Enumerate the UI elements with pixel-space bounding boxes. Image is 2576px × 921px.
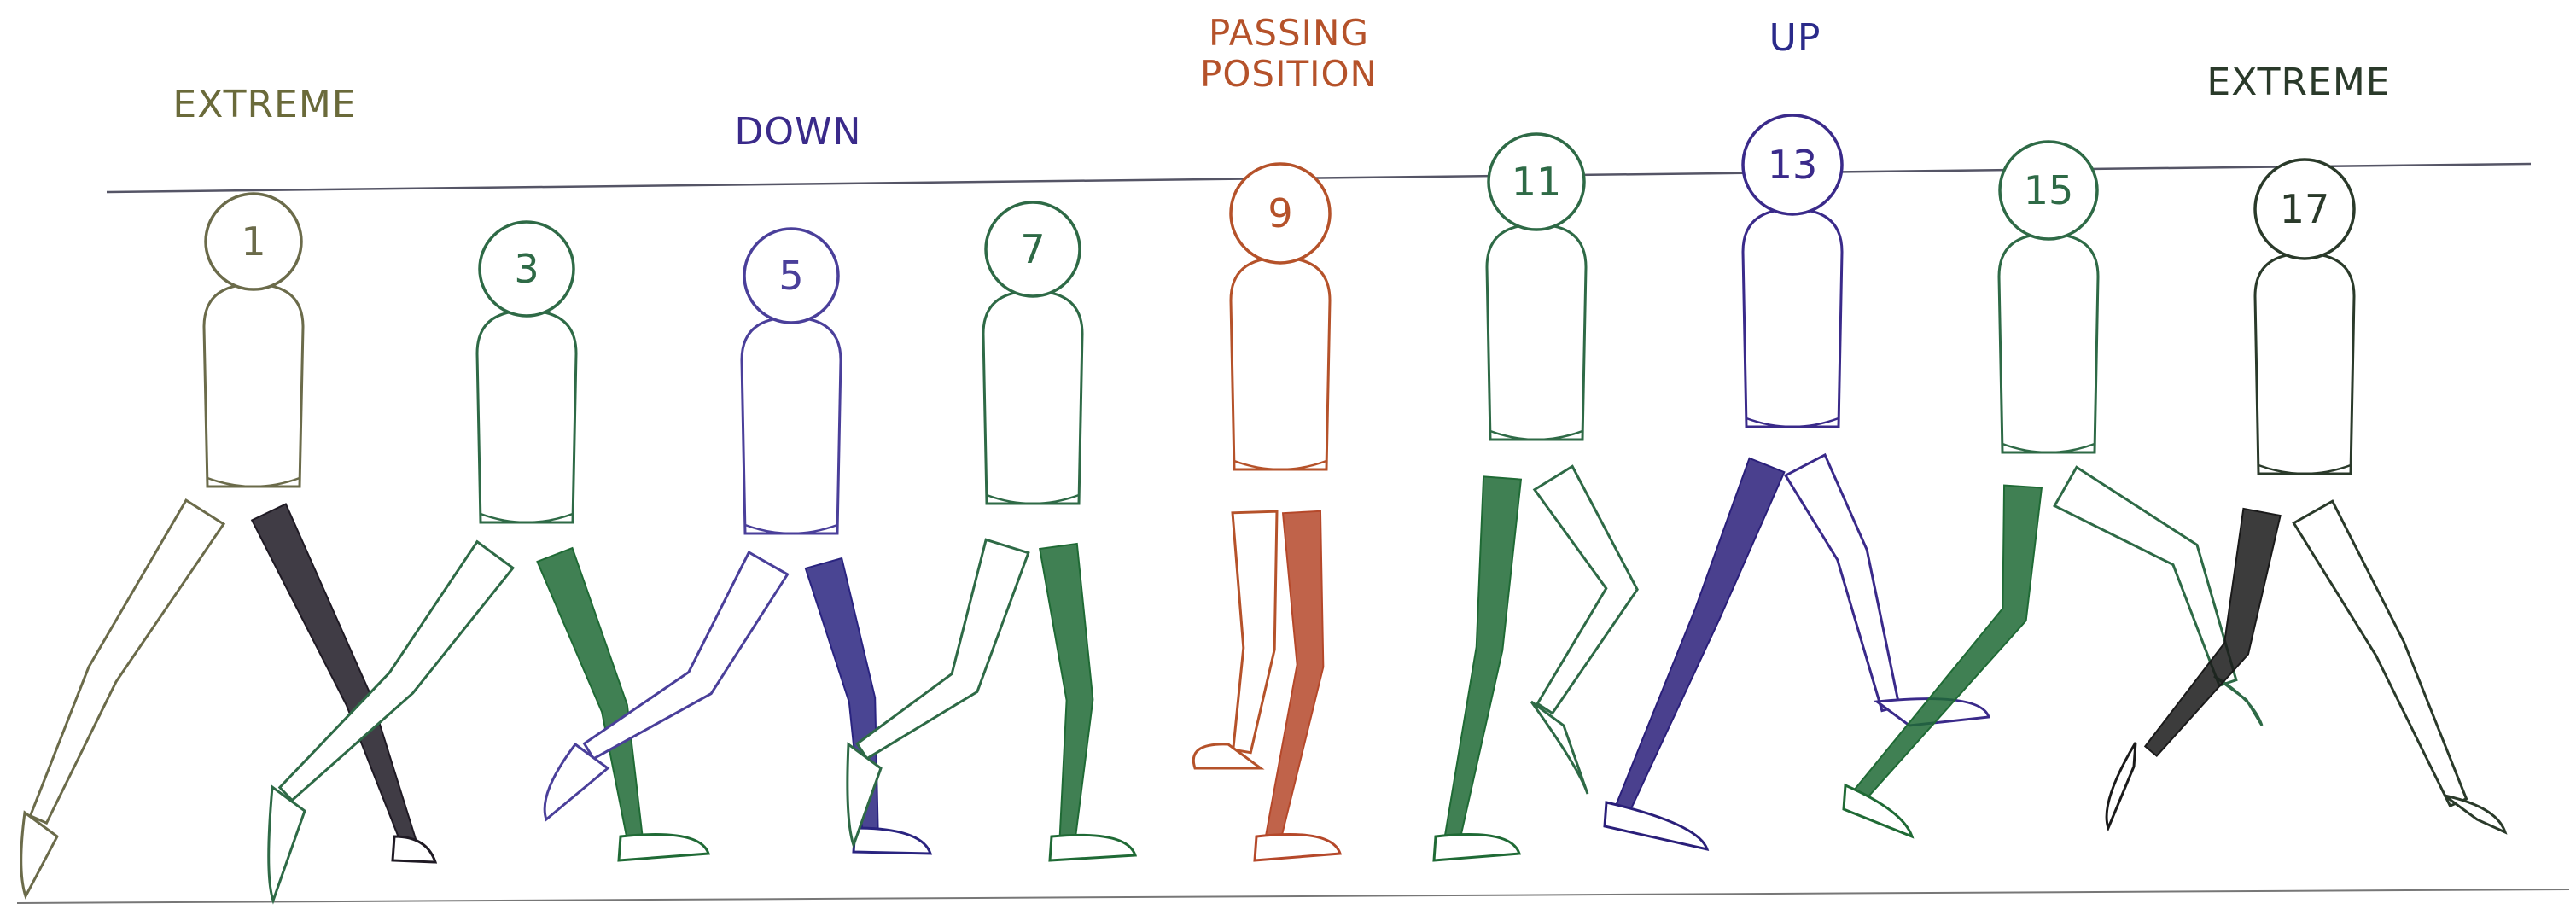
torso xyxy=(983,291,1082,504)
figure-frame-9: 9 xyxy=(1193,164,1340,860)
near-leg xyxy=(857,539,1029,758)
frame-number: 15 xyxy=(2024,167,2074,213)
far-shoe xyxy=(619,835,708,861)
frame-number: 17 xyxy=(2280,186,2330,232)
near-shoe xyxy=(1531,702,1588,794)
torso xyxy=(477,311,576,522)
far-leg xyxy=(1615,458,1784,814)
near-leg xyxy=(2054,467,2236,685)
torso xyxy=(2255,254,2354,474)
far-shoe xyxy=(1605,802,1707,849)
torso xyxy=(742,318,841,533)
frame-number: 9 xyxy=(1268,190,1292,236)
figure-frame-1: 1 xyxy=(21,194,435,896)
far-leg xyxy=(1443,476,1521,846)
far-shoe xyxy=(393,836,435,862)
far-shoe xyxy=(1255,835,1340,861)
label-passing-position: PASSING POSITION xyxy=(1200,13,1378,96)
figure-frame-5: 5 xyxy=(545,229,930,854)
near-leg xyxy=(1535,466,1637,713)
torso xyxy=(1231,258,1330,469)
frame-number: 11 xyxy=(1512,159,1562,205)
figure-frame-3: 3 xyxy=(269,222,708,901)
torso xyxy=(204,284,303,487)
frame-number: 1 xyxy=(241,219,265,265)
near-leg xyxy=(2293,501,2466,806)
figure-frame-17: 17 xyxy=(2107,160,2505,832)
label-passing: PASSING xyxy=(1200,13,1378,54)
near-shoe xyxy=(269,787,305,901)
torso xyxy=(1487,224,1586,440)
frame-number: 5 xyxy=(778,253,803,299)
near-leg xyxy=(585,552,788,759)
near-leg xyxy=(1786,455,1899,711)
near-shoe xyxy=(2445,796,2505,832)
far-leg xyxy=(1040,544,1093,846)
figure-frame-11: 11 xyxy=(1434,134,1637,860)
label-up: UP xyxy=(1769,17,1821,61)
torso xyxy=(1999,234,2098,452)
figure-frame-13: 13 xyxy=(1605,115,1989,849)
label-position: POSITION xyxy=(1200,54,1378,95)
label-extreme-start: EXTREME xyxy=(172,84,356,127)
ground-line xyxy=(17,889,2569,903)
near-leg xyxy=(30,500,223,823)
figure-frame-7: 7 xyxy=(848,202,1135,860)
far-shoe xyxy=(2107,743,2136,828)
figure-frame-15: 15 xyxy=(1844,142,2262,836)
far-shoe xyxy=(1434,835,1519,861)
frame-number: 3 xyxy=(514,246,539,292)
near-shoe xyxy=(21,813,57,896)
far-shoe xyxy=(854,828,930,854)
label-extreme-end: EXTREME xyxy=(2206,61,2390,105)
far-shoe xyxy=(1844,785,1912,836)
label-down: DOWN xyxy=(735,111,862,154)
far-shoe xyxy=(1050,835,1135,860)
near-leg xyxy=(1233,511,1277,753)
torso xyxy=(1743,209,1842,427)
frame-number: 7 xyxy=(1020,226,1045,272)
frame-number: 13 xyxy=(1768,142,1818,188)
